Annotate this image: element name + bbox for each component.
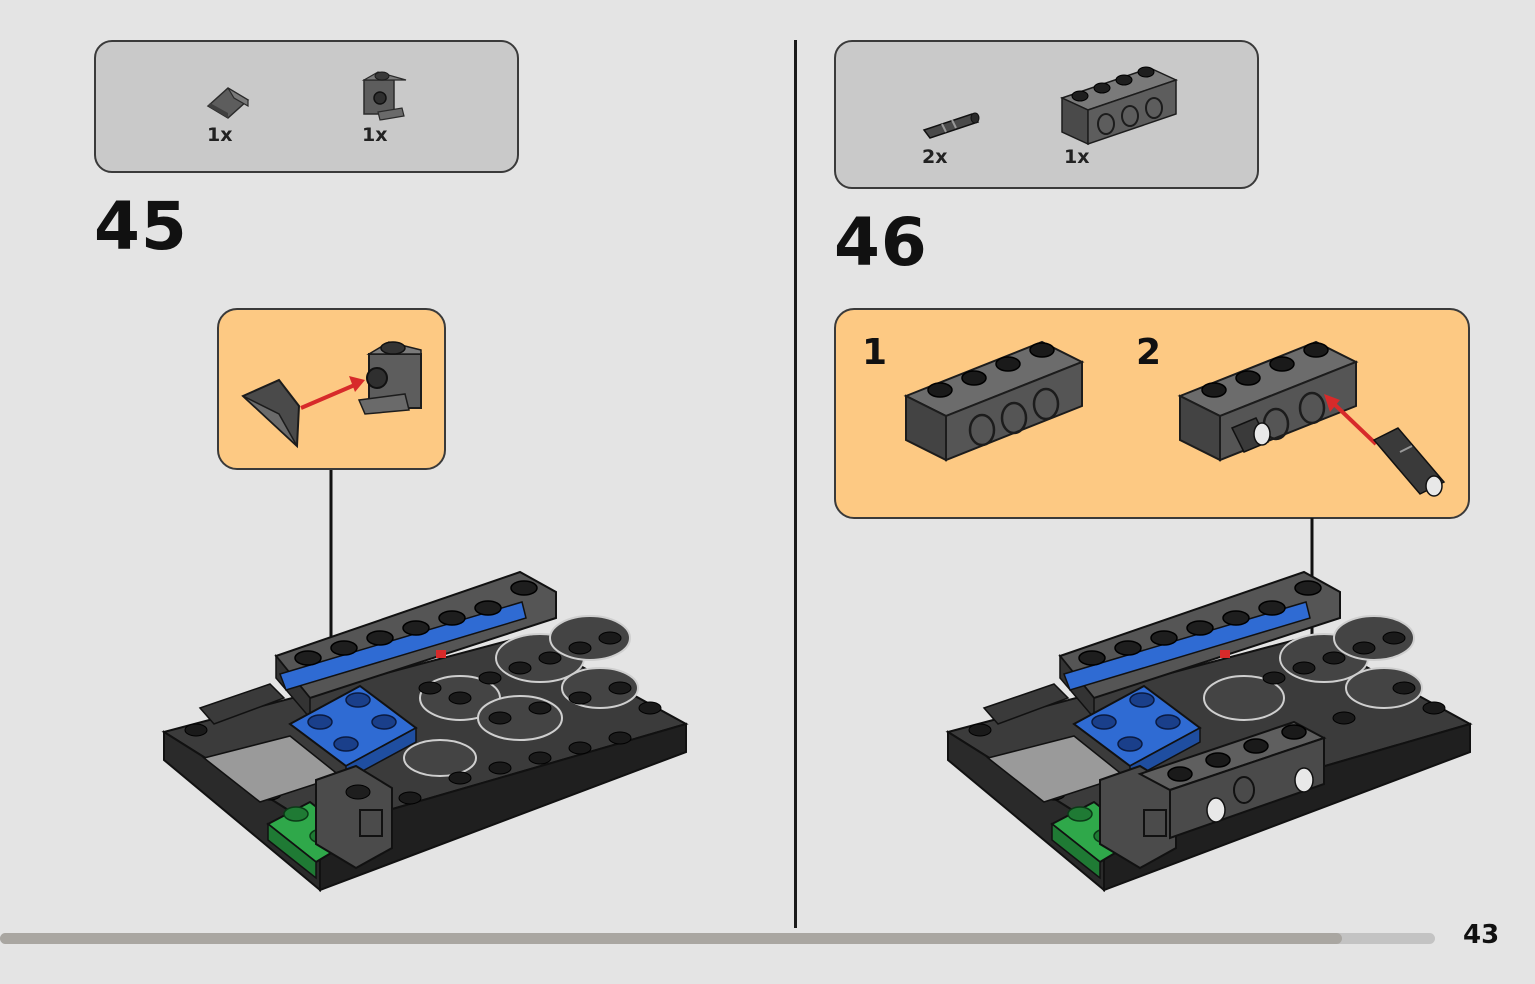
technic-brick-icon — [1059, 66, 1179, 146]
part-qty-pin: 2x — [922, 146, 948, 168]
substep-number-1: 1 — [862, 332, 888, 373]
page-divider — [794, 40, 797, 928]
callout-assembly-illustration — [241, 341, 422, 449]
part-qty-bracket: 1x — [362, 124, 388, 146]
model-step-46-illustration — [945, 570, 1473, 893]
callout-step-46: 1 2 — [834, 308, 1470, 519]
bracket-brick-icon — [361, 71, 407, 121]
technic-pin-icon — [922, 112, 980, 139]
technic-brick-substep-2-illustration — [1177, 340, 1446, 497]
part-qty-slope: 1x — [207, 124, 233, 146]
parts-list-step-45: 1x 1x — [94, 40, 519, 173]
part-qty-technic-brick: 1x — [1064, 146, 1090, 168]
progress-bar — [0, 933, 1435, 944]
slope-piece-icon — [206, 87, 250, 119]
callout-step-45 — [217, 308, 446, 470]
substep-number-2: 2 — [1136, 332, 1162, 373]
step-number-46: 46 — [834, 204, 928, 281]
step-number-45: 45 — [94, 188, 188, 265]
page-number: 43 — [1463, 920, 1500, 950]
progress-bar-fill — [0, 933, 1342, 944]
parts-list-step-46: 2x 1x — [834, 40, 1259, 189]
technic-brick-substep-1-illustration — [903, 340, 1085, 462]
model-step-45-illustration — [161, 570, 689, 893]
